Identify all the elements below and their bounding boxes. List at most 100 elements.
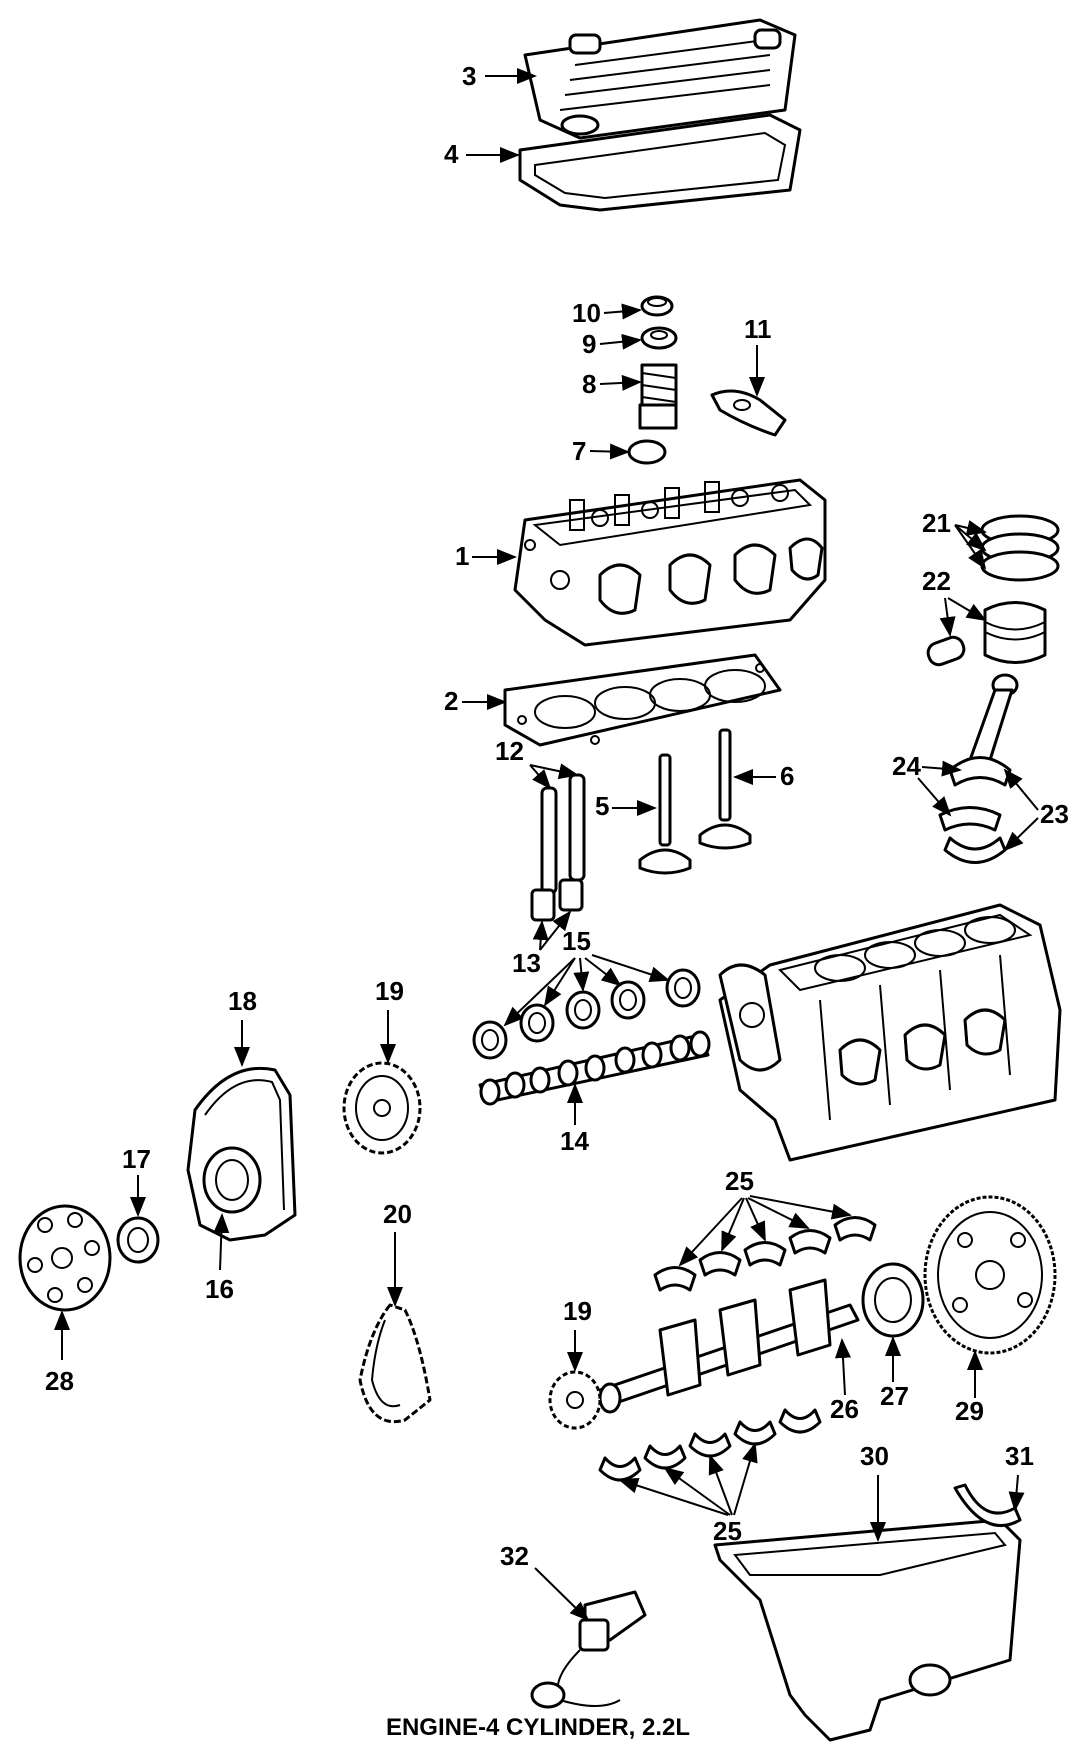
callout-11: 11	[744, 314, 772, 344]
leader-23b	[1003, 817, 1039, 852]
leader-21c	[954, 524, 987, 570]
callout-30: 30	[860, 1441, 889, 1471]
engine-block	[718, 903, 1062, 1162]
callout-26: 26	[830, 1394, 859, 1424]
leader-23a	[1003, 768, 1039, 811]
piston	[983, 601, 1047, 664]
leader-31	[1008, 1474, 1025, 1512]
valve-seal	[640, 326, 678, 350]
callout-4: 4	[444, 139, 459, 169]
rear-oil-seal	[953, 1483, 1022, 1528]
callout-2: 2	[444, 686, 458, 716]
callout-16: 16	[205, 1274, 234, 1304]
leader-13a	[532, 920, 549, 951]
leader-25a5	[749, 1195, 852, 1220]
pushrods	[540, 773, 586, 895]
rocker-arm	[710, 389, 787, 437]
oil-pump	[530, 1590, 647, 1709]
leader-22b	[947, 597, 987, 622]
callout-3: 3	[462, 61, 476, 91]
valve-cover	[523, 18, 797, 140]
leader-25b4	[733, 1442, 758, 1516]
callout-13: 13	[512, 948, 541, 978]
piston-pin	[926, 635, 966, 667]
callout-17: 17	[122, 1144, 151, 1174]
camshaft-sprocket	[342, 1061, 422, 1155]
leader-25b2	[663, 1466, 731, 1516]
callout-21: 21	[922, 508, 951, 538]
leader-24a	[921, 760, 962, 777]
oil-pan	[713, 1518, 1022, 1742]
valve-lifters	[530, 878, 584, 922]
leader-13b	[539, 910, 572, 951]
leader-8	[599, 374, 642, 391]
diagram-caption: ENGINE-4 CYLINDER, 2.2L	[386, 1714, 690, 1741]
callout-18: 18	[228, 986, 257, 1016]
callout-10: 10	[572, 298, 601, 328]
leader-16	[213, 1213, 230, 1271]
callout-14: 14	[560, 1126, 589, 1156]
leader-15b	[543, 957, 576, 1007]
callout-19b: 19	[563, 1296, 592, 1326]
rod-bearings	[938, 806, 1007, 864]
callout-25a: 25	[725, 1166, 754, 1196]
leader-12b	[529, 763, 579, 780]
callout-12: 12	[495, 736, 524, 766]
leader-25a2	[721, 1197, 745, 1252]
callout-1: 1	[455, 541, 469, 571]
valve-spring	[640, 363, 678, 407]
callout-8: 8	[582, 369, 596, 399]
leader-12a	[529, 764, 552, 790]
camshaft-bearings	[472, 968, 701, 1060]
main-bearings-upper	[653, 1216, 877, 1292]
leader-9	[599, 333, 642, 350]
crankshaft-pulley	[18, 1204, 112, 1312]
spring-shim	[627, 439, 667, 465]
leader-21b	[954, 524, 987, 552]
callout-15: 15	[562, 926, 591, 956]
timing-cover	[186, 1066, 297, 1242]
callout-27: 27	[880, 1381, 909, 1411]
leader-21a	[954, 520, 987, 536]
camshaft	[478, 1030, 711, 1106]
leader-15d	[584, 957, 622, 987]
callout-6: 6	[780, 761, 794, 791]
leader-15c	[573, 957, 590, 992]
callout-23: 23	[1040, 799, 1069, 829]
callout-31: 31	[1005, 1441, 1034, 1471]
valve-cover-gasket	[518, 113, 802, 212]
leader-7	[589, 443, 630, 460]
leader-25a4	[747, 1197, 810, 1229]
leader-25b3	[708, 1454, 733, 1516]
leader-10	[603, 303, 642, 320]
leader-25b1	[618, 1477, 729, 1516]
intake-valve	[638, 753, 692, 875]
piston-rings	[980, 514, 1060, 582]
callout-5: 5	[595, 791, 609, 821]
callout-28: 28	[45, 1366, 74, 1396]
valve-retainer	[640, 295, 674, 317]
leader-24b	[917, 777, 952, 817]
callout-32: 32	[500, 1541, 529, 1571]
flywheel	[923, 1195, 1057, 1355]
callout-22: 22	[922, 566, 951, 596]
leader-32	[534, 1567, 590, 1622]
leader-25a1	[678, 1197, 743, 1267]
valve-spring-seat	[638, 403, 678, 430]
callout-25b: 25	[713, 1516, 742, 1546]
callout-20: 20	[383, 1199, 412, 1229]
callout-29: 29	[955, 1396, 984, 1426]
callout-19a: 19	[375, 976, 404, 1006]
leader-26	[834, 1338, 851, 1396]
leader-15e	[591, 954, 670, 982]
connecting-rod	[948, 673, 1019, 787]
crankshaft	[598, 1278, 860, 1414]
timing-chain	[358, 1303, 432, 1423]
leader-25a3	[745, 1197, 766, 1242]
rear-main-seal	[861, 1262, 925, 1338]
leader-22a	[939, 597, 956, 637]
callout-24: 24	[892, 751, 921, 781]
leader-15a	[503, 957, 576, 1027]
